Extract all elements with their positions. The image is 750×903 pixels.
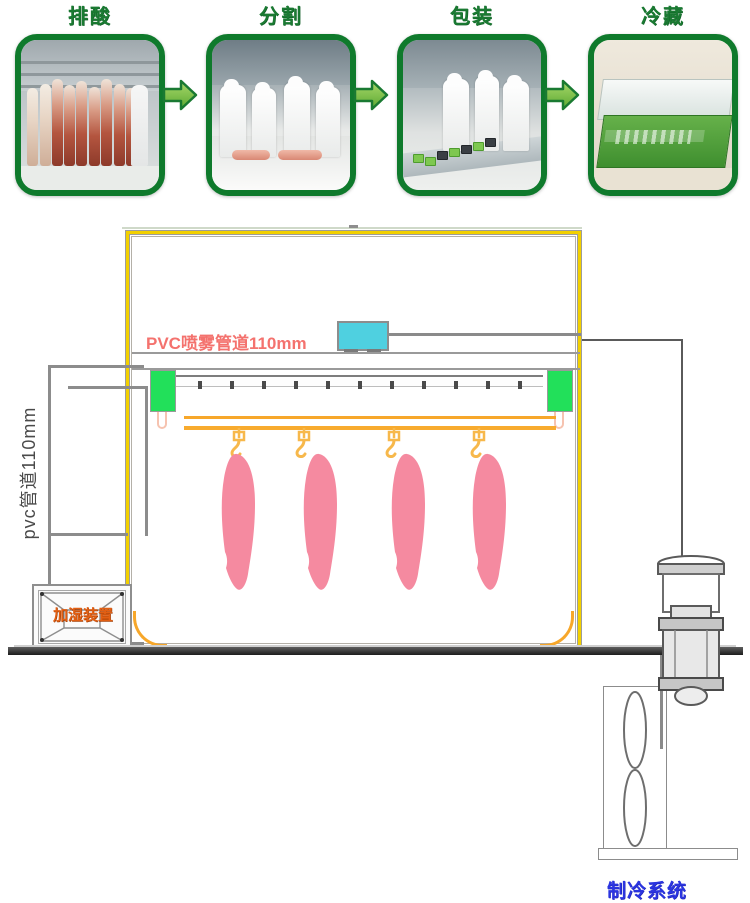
- right-arrow-icon: [352, 78, 390, 112]
- pvc-pipe-crossbar: [48, 533, 128, 536]
- compressor-hanger-rod: [660, 655, 663, 749]
- ceiling-soffit-line: [132, 352, 580, 354]
- device-supply-pipe: [389, 333, 581, 336]
- spray-pipe-drop-right: [554, 412, 564, 429]
- ceiling-line: [122, 227, 582, 229]
- photo-hanging-carcasses: [21, 40, 159, 190]
- process-step-packaging[interactable]: 包装: [397, 0, 547, 196]
- compressor-unit: [655, 550, 727, 715]
- floor-highlight: [14, 645, 736, 648]
- spray-pipe-end-block-right: [547, 370, 573, 412]
- right-arrow-icon: [543, 78, 581, 112]
- device-foot: [344, 349, 358, 353]
- overhead-pipe-vertical: [681, 340, 683, 655]
- ceiling-tab: [349, 225, 358, 228]
- process-step-photo-frame: [588, 34, 738, 196]
- process-step-acid-removal[interactable]: 排酸: [15, 0, 165, 196]
- humidifier-unit-outline: [32, 584, 132, 650]
- spray-nozzle: [358, 381, 362, 389]
- pvc-pipe-inner-loop: [68, 386, 148, 536]
- pvc-spray-pipe: [168, 375, 543, 387]
- overhead-pipe-horizontal: [581, 339, 683, 341]
- process-step-label: 排酸: [68, 6, 112, 28]
- spray-nozzle: [198, 381, 202, 389]
- process-flow-strip: 排酸: [0, 0, 750, 200]
- pvc-pipe-label: pvc管道110mm: [19, 406, 39, 540]
- right-arrow-icon: [161, 78, 199, 112]
- spray-nozzle: [230, 381, 234, 389]
- chilling-room-inner-wall: [131, 236, 576, 644]
- humidifier-unit-inner: [38, 590, 126, 644]
- process-step-photo-frame: [15, 34, 165, 196]
- ceiling-soffit-line-2: [132, 368, 580, 370]
- process-step-photo-frame: [206, 34, 356, 196]
- device-foot: [367, 349, 381, 353]
- process-step-label: 分割: [259, 6, 303, 28]
- spray-control-device: [337, 321, 389, 351]
- humidifier-label: 加湿装置: [52, 607, 113, 624]
- hanging-rail-lower: [184, 426, 556, 430]
- process-step-label: 包装: [450, 6, 494, 28]
- chilling-room-schematic: PVC喷雾管道110mm: [0, 200, 750, 902]
- pvc-vertical-label-wrap: pvc管道110mm: [0, 360, 44, 560]
- cooling-system-label: 制冷系统: [607, 881, 688, 902]
- hanging-carcass: [297, 452, 343, 592]
- meat-hook: [470, 428, 488, 460]
- spray-nozzle: [422, 381, 426, 389]
- meat-hook: [295, 428, 313, 460]
- process-step-label: 冷藏: [641, 6, 685, 28]
- spray-nozzle: [390, 381, 394, 389]
- photo-display-case: [594, 40, 732, 190]
- spray-pipe-end-block-left: [150, 370, 176, 412]
- spray-nozzle: [518, 381, 522, 389]
- fan-blades: [614, 690, 656, 850]
- spray-nozzle: [294, 381, 298, 389]
- spray-pipe-drop-left: [157, 412, 167, 429]
- hanging-carcass: [215, 452, 261, 592]
- photo-cutting-line: [212, 40, 350, 190]
- photo-packaging-line: [403, 40, 541, 190]
- spray-nozzle: [486, 381, 490, 389]
- floor-slab: [8, 647, 743, 655]
- process-step-refrigerated-storage[interactable]: 冷藏: [588, 0, 738, 196]
- spray-nozzle: [454, 381, 458, 389]
- meat-hook: [385, 428, 403, 460]
- humidifier-funnel: [38, 590, 126, 644]
- spray-nozzle: [326, 381, 330, 389]
- hanging-rail-upper: [184, 416, 556, 419]
- process-step-photo-frame: [397, 34, 547, 196]
- refrigeration-base-slab: [598, 848, 738, 860]
- hanging-carcass: [466, 452, 512, 592]
- spray-nozzle: [262, 381, 266, 389]
- pvc-spray-pipe-label: PVC喷雾管道110mm: [146, 334, 307, 353]
- hanging-carcass: [385, 452, 431, 592]
- process-step-cutting[interactable]: 分割: [206, 0, 356, 196]
